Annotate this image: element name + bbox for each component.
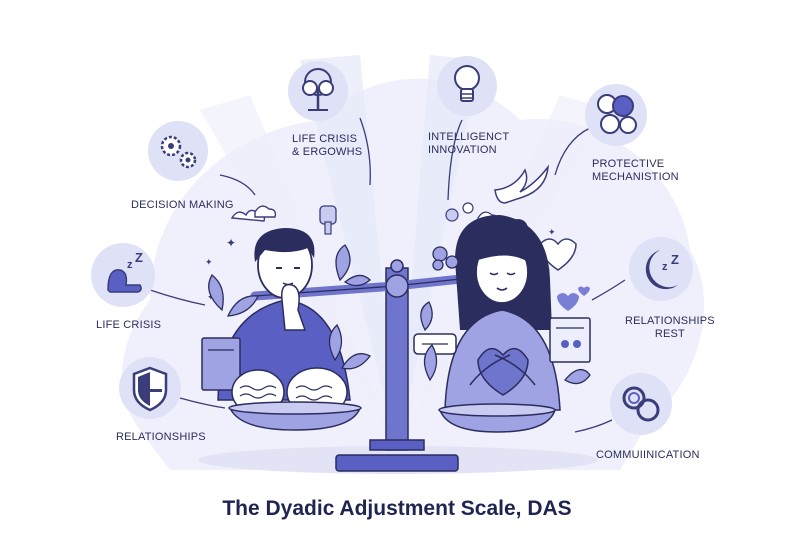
label-intelligence-innovation: INTELLIGENCT INNOVATION: [428, 131, 510, 156]
left-scale-pan: [228, 367, 362, 431]
sleeping-person-icon: z Z: [91, 243, 155, 307]
lightbulb-icon: [437, 56, 497, 116]
svg-text:✦: ✦: [205, 258, 213, 268]
shield-icon: [119, 357, 181, 419]
moon-icon: z Z: [629, 237, 693, 301]
label-relationships: RELATIONSHIPS: [116, 431, 206, 443]
svg-text:z: z: [662, 261, 668, 273]
label-life-crisis: LIFE CRISIS: [96, 319, 162, 331]
right-scale-pan: [438, 403, 557, 433]
svg-text:✦: ✦: [226, 236, 236, 250]
label-communication: COMMUIINICATION: [596, 449, 700, 461]
decorative-elements: ✦ ✦ ✦ ✦: [205, 164, 590, 311]
knot-icon: [610, 373, 672, 435]
label-relationships-rest: RELATIONSHIPS REST: [625, 315, 715, 340]
brain-icon: [585, 84, 647, 146]
label-life-crisis-growth: LIFE CRISIS & ERGOWHS: [292, 133, 363, 158]
svg-text:Z: Z: [135, 250, 143, 265]
label-decision-making: DECISION MAKING: [131, 199, 234, 211]
tree-icon: [288, 61, 348, 121]
svg-text:z: z: [127, 259, 133, 271]
label-protective-mechanisms: PROTECTIVE MECHANISTION: [592, 158, 679, 183]
connector-lines: [149, 117, 626, 433]
svg-text:✦: ✦: [207, 293, 215, 303]
gears-icon: [148, 121, 208, 181]
svg-text:✦: ✦: [548, 228, 556, 238]
woman-figure: [413, 215, 591, 411]
plant-decorations: [208, 244, 591, 385]
page-title: The Dyadic Adjustment Scale, DAS: [222, 497, 572, 520]
svg-text:Z: Z: [671, 252, 679, 267]
